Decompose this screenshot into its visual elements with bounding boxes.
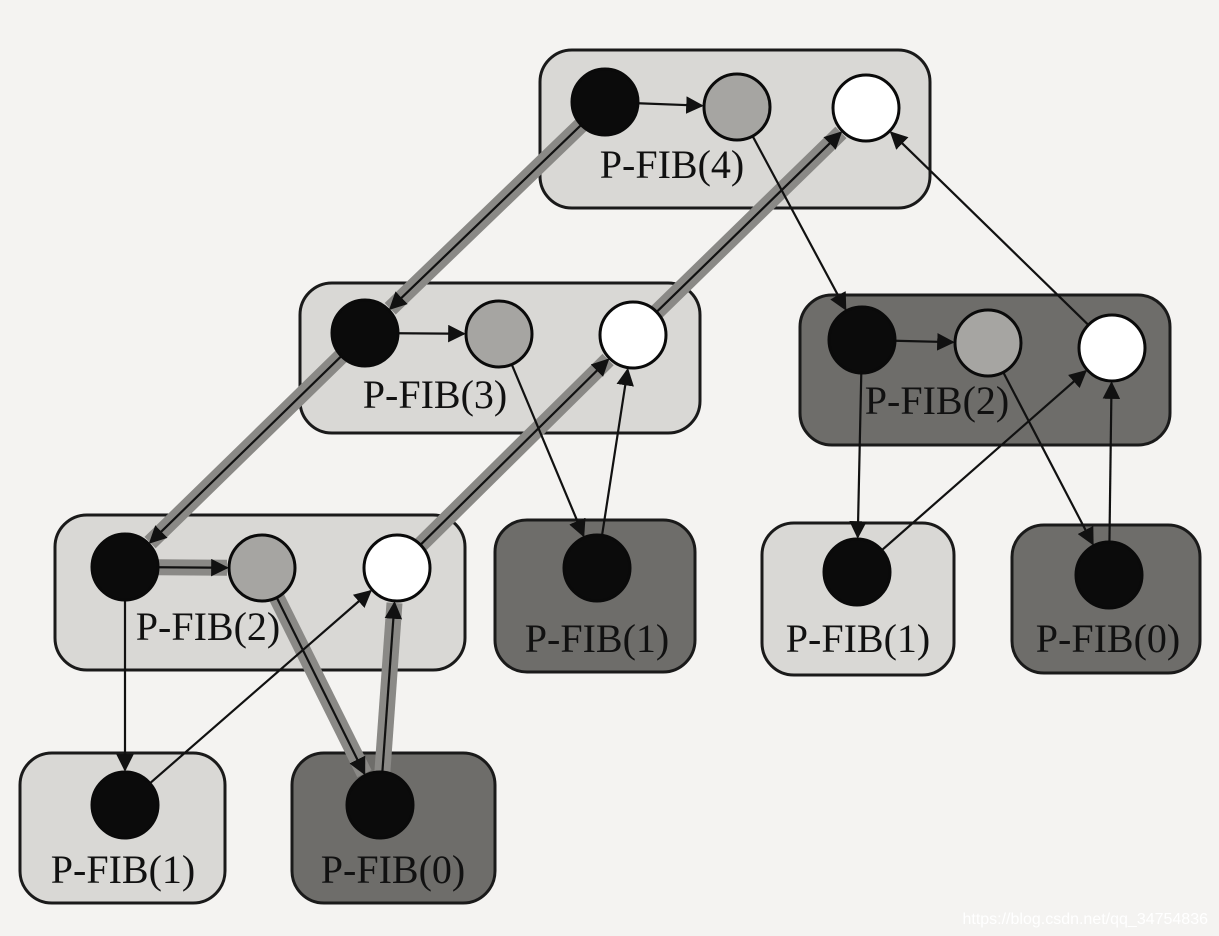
strand-label-fib1_right: P-FIB(1) xyxy=(786,616,930,661)
strand-circle-fib2_left-0 xyxy=(90,532,160,602)
dependency-edge-15 xyxy=(157,558,229,577)
dependency-edge-13 xyxy=(881,369,1088,552)
critical-path-bands xyxy=(144,119,847,778)
strand-circle-fib1_left-0 xyxy=(90,770,160,840)
strand-label-fib3: P-FIB(3) xyxy=(363,372,507,417)
strand-circle-fib1_mid-0 xyxy=(562,533,632,603)
strand-label-fib0_left: P-FIB(0) xyxy=(321,847,465,892)
strand-circle-fib3-0 xyxy=(330,298,400,368)
dependency-edge-9 xyxy=(600,367,634,536)
dependency-edge-7 xyxy=(510,364,586,538)
dependency-edge-0 xyxy=(637,96,704,114)
dependency-edge-18 xyxy=(149,589,372,785)
dependency-edge-1 xyxy=(388,124,582,310)
strand-label-fib0_right: P-FIB(0) xyxy=(1036,616,1180,661)
strand-label-fib2_right: P-FIB(2) xyxy=(865,378,1009,423)
strand-circle-fib1_right-0 xyxy=(822,537,892,607)
strand-label-fib1_mid: P-FIB(1) xyxy=(525,616,669,661)
strand-circle-fib4-0 xyxy=(570,67,640,137)
strand-circle-fib0_right-0 xyxy=(1074,540,1144,610)
dependency-edge-4 xyxy=(889,131,1090,326)
strand-circle-fib2_left-1 xyxy=(227,533,297,603)
strand-circle-fib0_left-0 xyxy=(345,770,415,840)
dependency-edge-6 xyxy=(148,355,343,544)
dependency-edge-8 xyxy=(419,358,610,546)
strand-circles: P-FIB(4) P-FIB(3) P-FIB(2) P-FIB(2) P-FIB(1)… xyxy=(51,67,1180,892)
strand-boxes xyxy=(18,48,1202,905)
strand-circle-fib2_right-0 xyxy=(827,305,897,375)
strand-label-fib1_left: P-FIB(1) xyxy=(51,847,195,892)
strand-circle-fib4-1 xyxy=(702,72,772,142)
strand-circle-fib2_right-1 xyxy=(953,308,1023,378)
dependency-edge-19 xyxy=(381,601,403,773)
strand-circle-fib2_right-2 xyxy=(1077,313,1147,383)
dependency-edge-11 xyxy=(849,372,867,539)
strand-circle-fib2_left-2 xyxy=(362,533,432,603)
dependency-edge-17 xyxy=(275,597,366,776)
dependency-edges xyxy=(116,96,1121,785)
strand-circle-fib4-2 xyxy=(831,73,901,143)
strand-label-fib2_left: P-FIB(2) xyxy=(136,604,280,649)
dependency-edge-12 xyxy=(1002,371,1094,546)
dependency-edge-3 xyxy=(655,131,843,313)
watermark-text: https://blog.csdn.net/qq_34754836 xyxy=(962,911,1208,928)
dependency-edge-10 xyxy=(894,332,955,351)
dependency-edge-2 xyxy=(751,135,847,311)
strand-circle-fib3-2 xyxy=(598,300,668,370)
dependency-edge-14 xyxy=(1102,381,1121,543)
strand-label-fib4: P-FIB(4) xyxy=(600,142,744,187)
strand-circle-fib3-1 xyxy=(464,299,534,369)
